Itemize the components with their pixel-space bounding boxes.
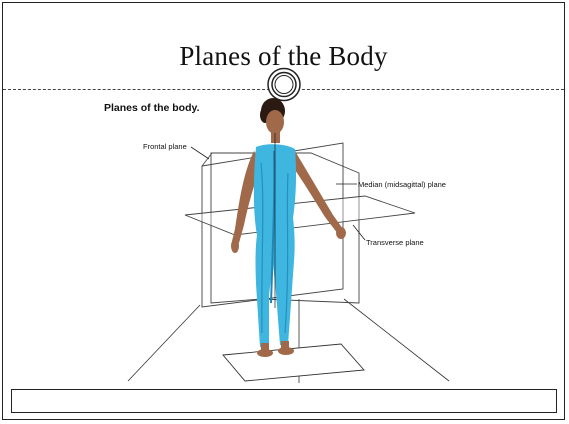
footer-box <box>11 389 557 413</box>
label-frontal-plane: Frontal plane <box>143 142 187 151</box>
label-median-plane: Median (midsagittal) plane <box>358 180 446 189</box>
body-planes-illustration <box>3 3 566 421</box>
label-transverse-plane: Transverse plane <box>366 238 424 247</box>
slide: Planes of the Body Planes of the body. <box>2 2 565 420</box>
